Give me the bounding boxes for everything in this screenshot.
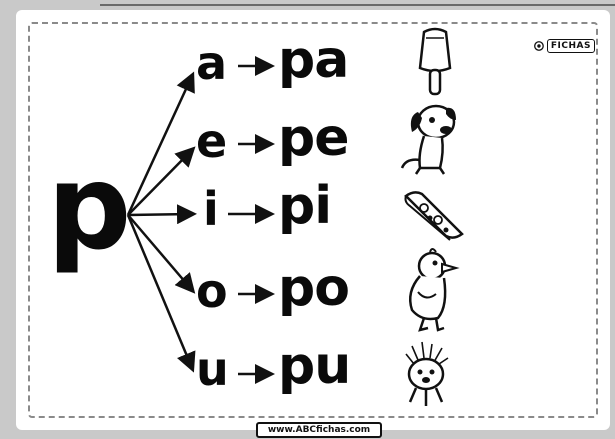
dog-icon <box>400 104 456 175</box>
branch-arrow-o <box>127 214 196 294</box>
chick-icon <box>409 248 460 332</box>
website-footer: www.ABCfichas.com <box>256 422 382 438</box>
syllable-po: po <box>278 258 350 318</box>
syllable-pi: pi <box>278 176 332 236</box>
syllable-pa: pa <box>278 30 349 90</box>
vowel-i: i <box>203 182 219 236</box>
top-rule <box>100 4 615 6</box>
brand-flower-icon <box>534 41 544 51</box>
main-letter: p <box>47 138 131 276</box>
syllable-pu: pu <box>278 336 351 396</box>
worksheet <box>16 10 610 430</box>
branch-arrow-i <box>127 204 197 225</box>
brand-logo: FICHAS <box>533 36 595 56</box>
branch-arrow-u <box>126 214 196 373</box>
porcupine-icon <box>405 341 449 406</box>
vowel-a: a <box>196 36 228 90</box>
brand-label: FICHAS <box>546 39 595 53</box>
syllable-pe: pe <box>278 108 349 168</box>
dashed-border <box>28 22 598 418</box>
vowel-e: e <box>196 114 228 168</box>
popsicle-icon <box>418 27 452 96</box>
vowel-o: o <box>196 264 228 318</box>
branch-arrow-e <box>127 146 196 216</box>
vowel-u: u <box>196 342 229 396</box>
pizza-slice-icon <box>404 191 464 241</box>
branch-arrow-a <box>126 71 195 216</box>
